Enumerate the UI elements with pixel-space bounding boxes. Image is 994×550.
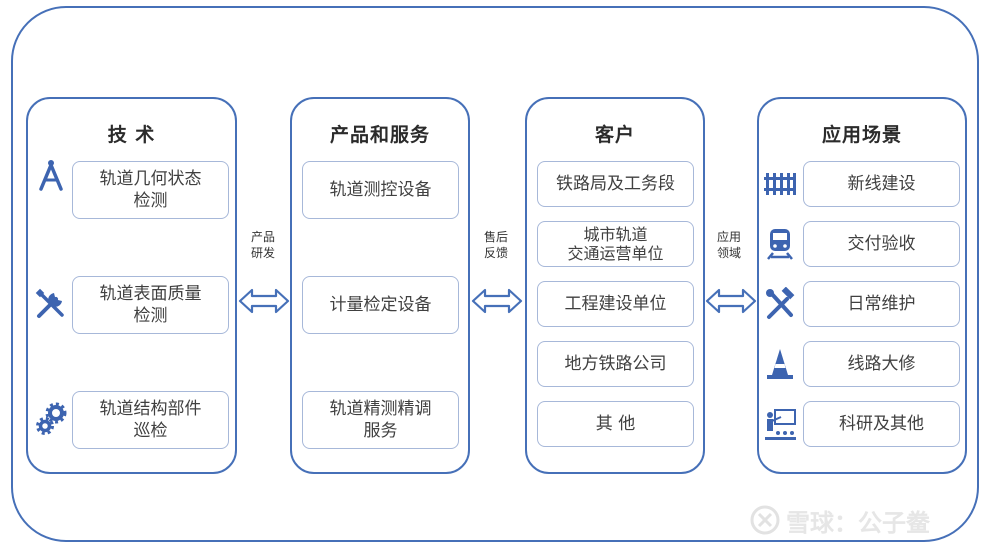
customer-item-construction: 工程建设单位: [537, 281, 694, 327]
gears-icon: [36, 402, 67, 435]
scenarios-title: 应用场景: [821, 124, 902, 146]
product-item-service: 轨道精测精调 服务: [302, 391, 459, 449]
double-arrow-application: [705, 288, 757, 314]
snowball-logo-icon: [750, 505, 780, 535]
customers-title: 客户: [594, 124, 635, 146]
products-column: 产品和服务 轨道测控设备 计量检定设备 轨道精测精调 服务: [290, 97, 470, 474]
scenario-item-research: 科研及其他: [803, 401, 960, 447]
connector-label-rd: 产品 研发: [250, 230, 275, 260]
tech-item-inspection: 轨道结构部件 巡检: [72, 391, 229, 449]
outer-frame: [11, 6, 979, 542]
scenario-item-acceptance: 交付验收: [803, 221, 960, 267]
watermark-text: 雪球：公子鲞: [786, 508, 930, 537]
scenario-item-maintenance: 日常维护: [803, 281, 960, 327]
product-item-measurement: 轨道测控设备: [302, 161, 459, 219]
presentation-icon: [765, 409, 796, 440]
customer-item-local-railway: 地方铁路公司: [537, 341, 694, 387]
customer-item-other: 其 他: [537, 401, 694, 447]
product-item-calibration: 计量检定设备: [302, 276, 459, 334]
wrench-screwdriver-icon: [35, 288, 64, 318]
connector-label-application: 应用 领域: [716, 230, 741, 260]
scenarios-column: 应用场景 新线建设 交付验收 日常维护 线路大修 科研及其他: [757, 97, 967, 474]
traffic-cone-icon: [767, 349, 793, 379]
watermark: 雪球：公子鲞: [750, 500, 930, 540]
scenario-item-overhaul: 线路大修: [803, 341, 960, 387]
customers-column: 客户 铁路局及工务段 城市轨道 交通运营单位 工程建设单位 地方铁路公司 其 他: [525, 97, 705, 474]
hammer-wrench-icon: [766, 287, 795, 319]
technology-title: 技 术: [107, 124, 156, 146]
tech-item-surface: 轨道表面质量 检测: [72, 276, 229, 334]
connector-label-feedback: 售后 反馈: [483, 230, 508, 260]
customer-item-railway-bureau: 铁路局及工务段: [537, 161, 694, 207]
tech-item-geometry: 轨道几何状态 检测: [72, 161, 229, 219]
products-title: 产品和服务: [329, 124, 430, 146]
compass-icon: [39, 160, 63, 191]
train-icon: [767, 229, 793, 260]
customer-item-urban-transit: 城市轨道 交通运营单位: [537, 221, 694, 267]
track-icon: [764, 173, 796, 195]
double-arrow-feedback: [471, 288, 523, 314]
scenario-item-new-line: 新线建设: [803, 161, 960, 207]
technology-column: 技 术 轨道几何状态 检测 轨道表面质量 检测 轨道结构部件 巡检: [26, 97, 237, 474]
double-arrow-rd: [238, 288, 290, 314]
